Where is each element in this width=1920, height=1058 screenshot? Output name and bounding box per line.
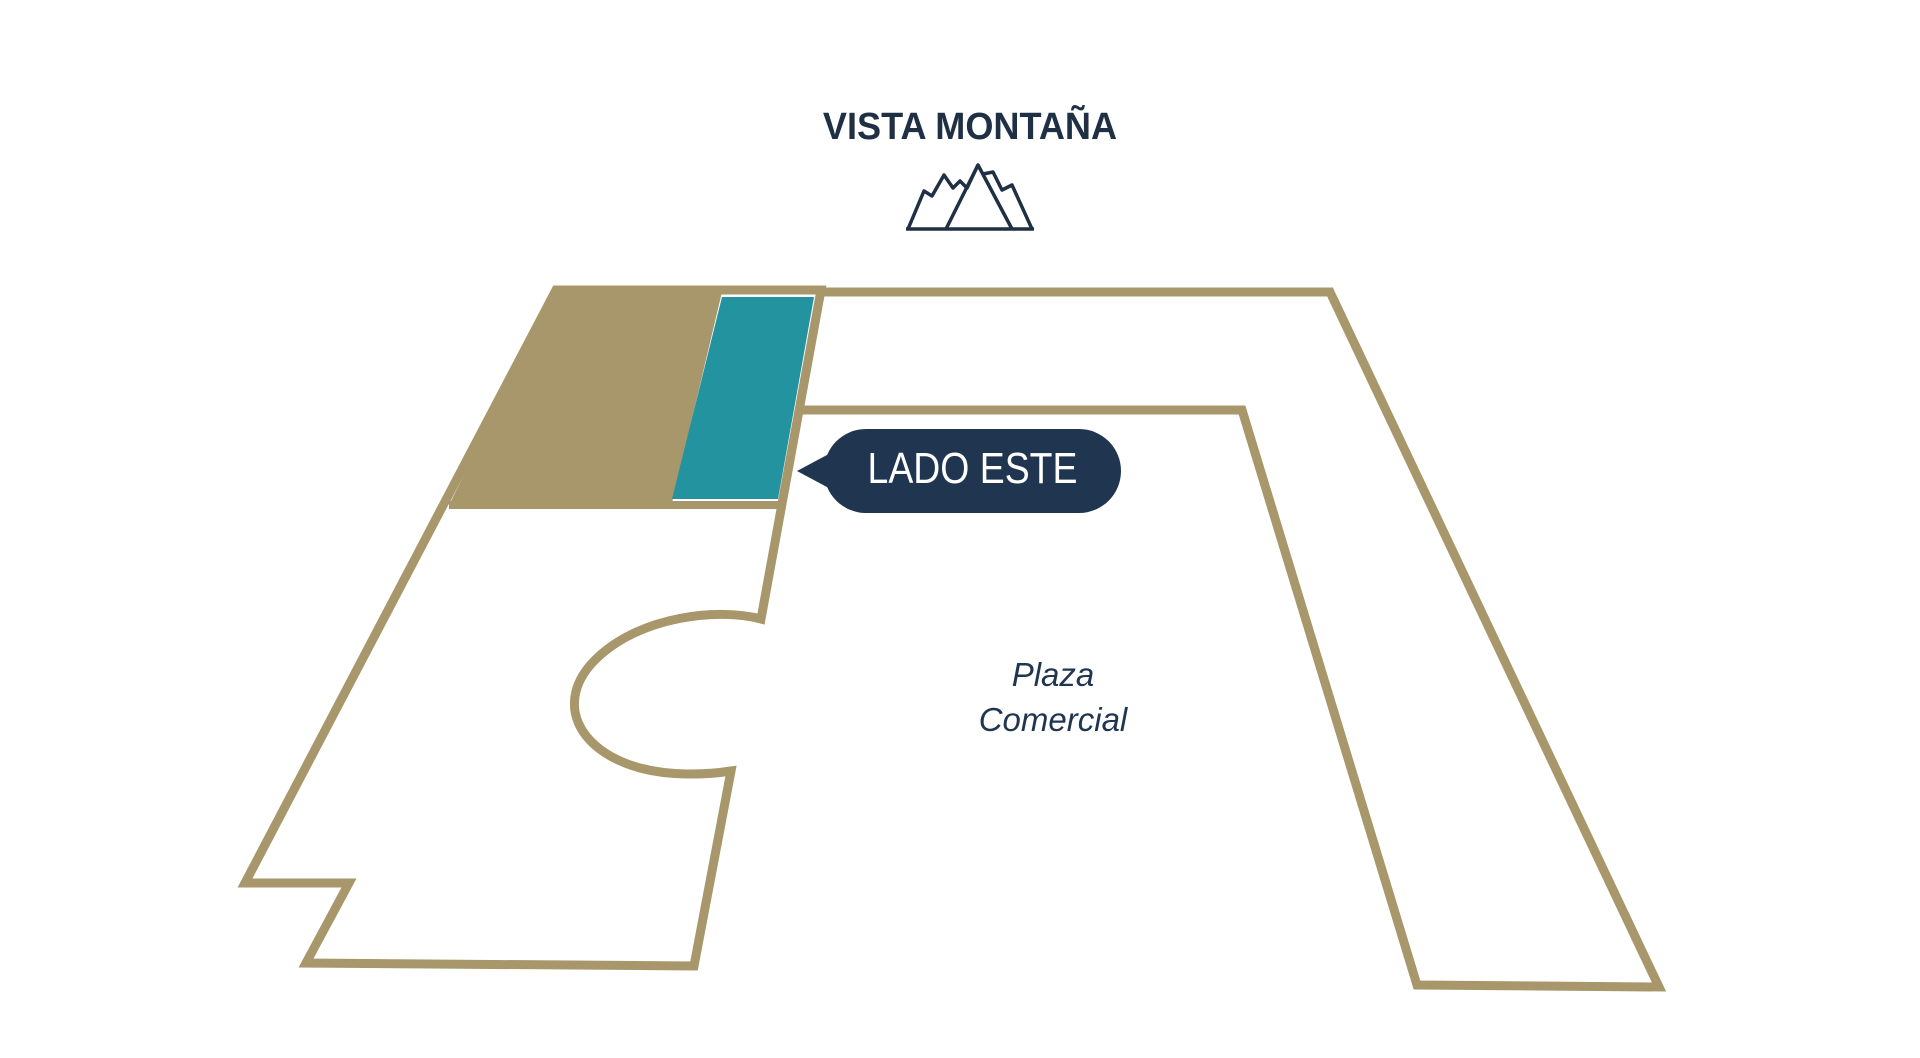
left-wing-outline (237, 285, 827, 971)
page-title: VISTA MONTAÑA (822, 106, 1118, 148)
right-wing-outline (799, 287, 1667, 992)
callout-label: LADO ESTE (867, 444, 1078, 493)
plaza-label-line2: Comercial (978, 701, 1128, 738)
callout-bubble (797, 429, 1121, 513)
mountain-icon (906, 163, 1034, 231)
east-side-highlight[interactable] (672, 297, 814, 499)
plaza-label-line1: Plaza (1011, 656, 1095, 693)
plaza-label: Plaza Comercial (903, 652, 1203, 742)
adjacent-block (449, 290, 722, 505)
